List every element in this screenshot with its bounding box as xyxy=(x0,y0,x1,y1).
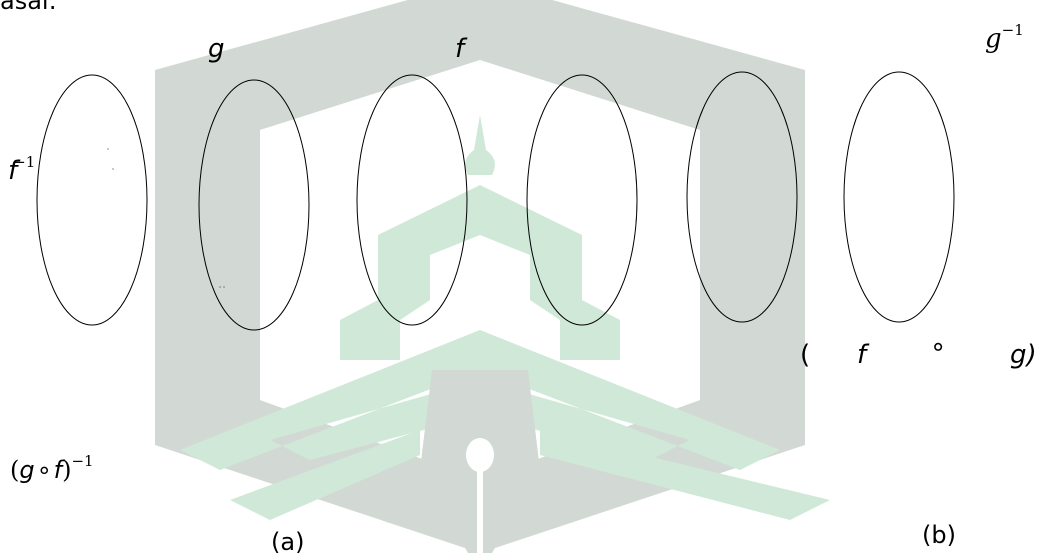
stray-dot xyxy=(112,168,113,169)
set-ellipse-1 xyxy=(37,75,147,325)
set-ellipse-4 xyxy=(527,75,637,325)
g-inverse-exponent: −1 xyxy=(1002,21,1024,39)
set-ellipse-6 xyxy=(844,72,954,322)
set-ellipse-3 xyxy=(357,75,467,325)
label-f: f xyxy=(455,36,464,62)
g-inverse-base: g xyxy=(985,24,1002,54)
set-ellipse-5 xyxy=(687,72,797,322)
fg-g: g) xyxy=(1010,342,1037,368)
gf-open-paren: ( xyxy=(10,456,19,484)
fg-compose: ∘ xyxy=(930,334,946,360)
caption-b: (b) xyxy=(922,523,956,547)
stray-dot xyxy=(223,286,224,287)
set-ellipse-2 xyxy=(199,80,309,330)
fg-f: f xyxy=(857,342,866,368)
label-gf-inverse: (g∘f)−1 xyxy=(10,458,94,482)
gf-g: g xyxy=(19,456,34,484)
stray-dot xyxy=(107,148,108,149)
stray-dot xyxy=(219,286,220,287)
header-fragment: asal: xyxy=(0,0,57,13)
gf-exponent: −1 xyxy=(71,452,93,470)
label-g: g xyxy=(208,36,225,62)
fg-open-paren: ( xyxy=(800,342,810,368)
caption-a: (a) xyxy=(271,530,304,554)
label-f-inverse: f−1 xyxy=(8,158,35,184)
label-g-inverse: g−1 xyxy=(985,26,1024,52)
f-inverse-exponent: −1 xyxy=(13,153,35,171)
gf-compose: ∘ xyxy=(37,456,52,484)
gf-f: f xyxy=(54,456,62,484)
